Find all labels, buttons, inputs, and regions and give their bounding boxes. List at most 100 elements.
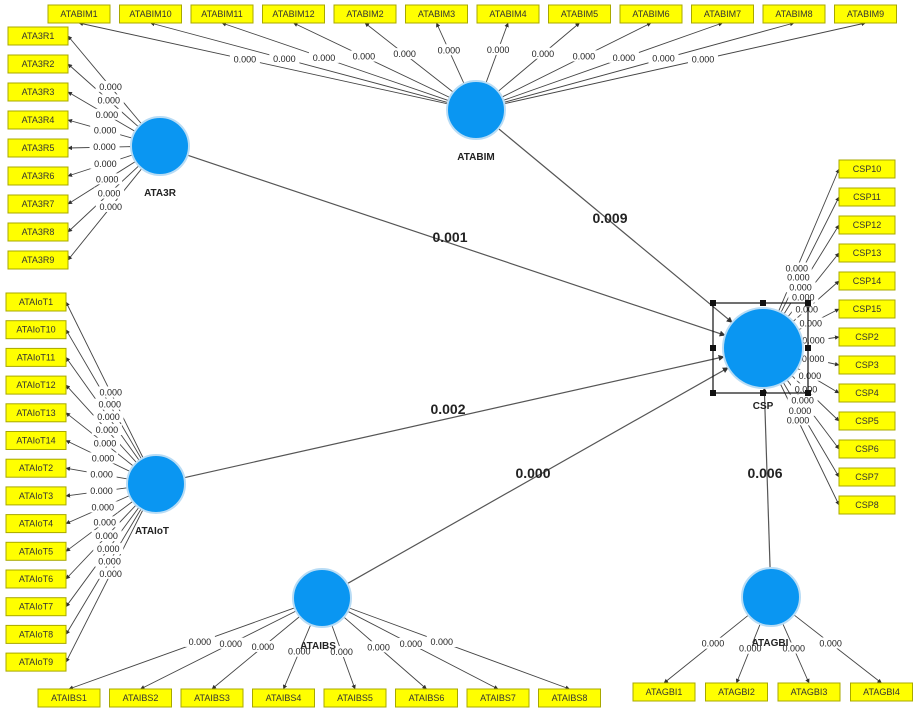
indicator-ataibs5[interactable]: ATAIBS5 — [323, 688, 387, 708]
indicator-atagbi1[interactable]: ATAGBI1 — [632, 682, 696, 702]
resize-handle[interactable] — [805, 300, 811, 306]
indicator-box[interactable] — [548, 4, 611, 24]
indicator-box[interactable] — [7, 82, 69, 102]
indicator-atabim11[interactable]: ATABIM11 — [190, 4, 254, 24]
indicator-box[interactable] — [834, 4, 897, 24]
indicator-box[interactable] — [5, 403, 67, 423]
indicator-box[interactable] — [5, 624, 67, 644]
indicator-box[interactable] — [7, 194, 69, 214]
path-arrow-atagbi-csp[interactable] — [761, 387, 771, 569]
loading-arrow-ataibs3[interactable] — [211, 616, 300, 690]
indicator-box[interactable] — [838, 215, 896, 235]
indicator-atabim5[interactable]: ATABIM5 — [548, 4, 611, 24]
indicator-ataiot7[interactable]: ATAIoT7 — [5, 597, 67, 617]
resize-handle[interactable] — [760, 390, 766, 396]
indicator-box[interactable] — [7, 250, 69, 270]
construct-ataiot[interactable]: ATAIoT — [126, 454, 186, 537]
loading-arrow-ataibs1[interactable] — [68, 607, 295, 690]
indicator-ataiot12[interactable]: ATAIoT12 — [5, 375, 67, 395]
indicator-ataibs2[interactable]: ATAIBS2 — [109, 688, 172, 708]
indicator-csp12[interactable]: CSP12 — [838, 215, 896, 235]
resize-handle[interactable] — [710, 390, 716, 396]
construct-ata3r[interactable]: ATA3R — [130, 116, 190, 199]
path-arrow-ataibs-csp[interactable] — [346, 367, 729, 585]
indicator-ataiot13[interactable]: ATAIoT13 — [5, 403, 67, 423]
indicator-box[interactable] — [180, 688, 244, 708]
indicator-ata3r2[interactable]: ATA3R2 — [7, 54, 69, 74]
indicator-box[interactable] — [466, 688, 530, 708]
indicator-box[interactable] — [109, 688, 172, 708]
indicator-ata3r7[interactable]: ATA3R7 — [7, 194, 69, 214]
indicator-box[interactable] — [838, 327, 896, 347]
indicator-box[interactable] — [619, 4, 683, 24]
indicator-atabim3[interactable]: ATABIM3 — [405, 4, 468, 24]
path-arrow-atabim-csp[interactable] — [497, 128, 733, 323]
loading-arrow-ata3r1[interactable] — [67, 35, 142, 125]
indicator-atabim4[interactable]: ATABIM4 — [476, 4, 540, 24]
indicator-ataiot2[interactable]: ATAIoT2 — [5, 458, 67, 478]
indicator-box[interactable] — [190, 4, 254, 24]
indicator-atabim1[interactable]: ATABIM1 — [47, 4, 111, 24]
indicator-ata3r1[interactable]: ATA3R1 — [7, 26, 69, 46]
indicator-atabim9[interactable]: ATABIM9 — [834, 4, 897, 24]
resize-handle[interactable] — [710, 345, 716, 351]
indicator-box[interactable] — [5, 431, 67, 450]
indicator-csp10[interactable]: CSP10 — [838, 159, 896, 179]
indicator-box[interactable] — [838, 243, 896, 263]
construct-atabim[interactable]: ATABIM — [446, 80, 506, 163]
indicator-box[interactable] — [838, 439, 896, 459]
indicator-ataibs8[interactable]: ATAIBS8 — [538, 688, 601, 708]
resize-handle[interactable] — [805, 390, 811, 396]
resize-handle[interactable] — [710, 300, 716, 306]
indicator-box[interactable] — [5, 569, 67, 589]
indicator-csp5[interactable]: CSP5 — [838, 411, 896, 431]
indicator-ata3r9[interactable]: ATA3R9 — [7, 250, 69, 270]
indicator-ata3r8[interactable]: ATA3R8 — [7, 222, 69, 242]
loading-arrow-atagbi4[interactable] — [793, 614, 882, 684]
loading-arrow-ataiot6[interactable] — [65, 504, 137, 580]
indicator-atabim12[interactable]: ATABIM12 — [262, 4, 325, 24]
indicator-csp11[interactable]: CSP11 — [838, 187, 896, 207]
indicator-box[interactable] — [7, 138, 69, 158]
indicator-box[interactable] — [838, 159, 896, 179]
loading-arrow-ataiot9[interactable] — [65, 509, 144, 663]
loading-arrow-atagbi1[interactable] — [663, 614, 749, 684]
indicator-atabim10[interactable]: ATABIM10 — [119, 4, 182, 24]
indicator-box[interactable] — [5, 292, 67, 312]
selection-frame[interactable] — [710, 300, 811, 396]
indicator-csp2[interactable]: CSP2 — [838, 327, 896, 347]
construct-circle[interactable] — [722, 307, 804, 389]
indicator-box[interactable] — [5, 652, 67, 672]
indicator-box[interactable] — [838, 355, 896, 375]
indicator-box[interactable] — [262, 4, 325, 24]
loading-arrow-ataiot1[interactable] — [65, 301, 144, 459]
indicator-box[interactable] — [7, 110, 69, 130]
indicator-csp6[interactable]: CSP6 — [838, 439, 896, 459]
indicator-csp3[interactable]: CSP3 — [838, 355, 896, 375]
indicator-box[interactable] — [333, 4, 397, 24]
indicator-box[interactable] — [838, 411, 896, 431]
construct-circle[interactable] — [126, 454, 186, 514]
indicator-ataiot10[interactable]: ATAIoT10 — [5, 320, 67, 340]
construct-circle[interactable] — [130, 116, 190, 176]
indicator-ataiot6[interactable]: ATAIoT6 — [5, 569, 67, 589]
loading-arrow-ataibs4[interactable] — [283, 624, 312, 690]
indicator-atabim7[interactable]: ATABIM7 — [691, 4, 754, 24]
loading-arrow-ataiot12[interactable] — [65, 384, 137, 463]
indicator-box[interactable] — [538, 688, 601, 708]
construct-circle[interactable] — [446, 80, 506, 140]
indicator-csp15[interactable]: CSP15 — [838, 299, 896, 319]
indicator-ataibs4[interactable]: ATAIBS4 — [252, 688, 315, 708]
indicator-box[interactable] — [405, 4, 468, 24]
resize-handle[interactable] — [760, 300, 766, 306]
path-arrow-ataiot-csp[interactable] — [184, 354, 725, 479]
indicator-box[interactable] — [838, 467, 896, 487]
indicator-box[interactable] — [5, 320, 67, 340]
indicator-box[interactable] — [838, 383, 896, 403]
indicator-box[interactable] — [7, 26, 69, 46]
indicator-ataibs1[interactable]: ATAIBS1 — [37, 688, 101, 708]
construct-csp[interactable]: CSP — [722, 307, 804, 412]
indicator-ataiot9[interactable]: ATAIoT9 — [5, 652, 67, 672]
indicator-ataiot11[interactable]: ATAIoT11 — [5, 347, 67, 367]
loading-arrow-ataibs6[interactable] — [343, 616, 427, 690]
